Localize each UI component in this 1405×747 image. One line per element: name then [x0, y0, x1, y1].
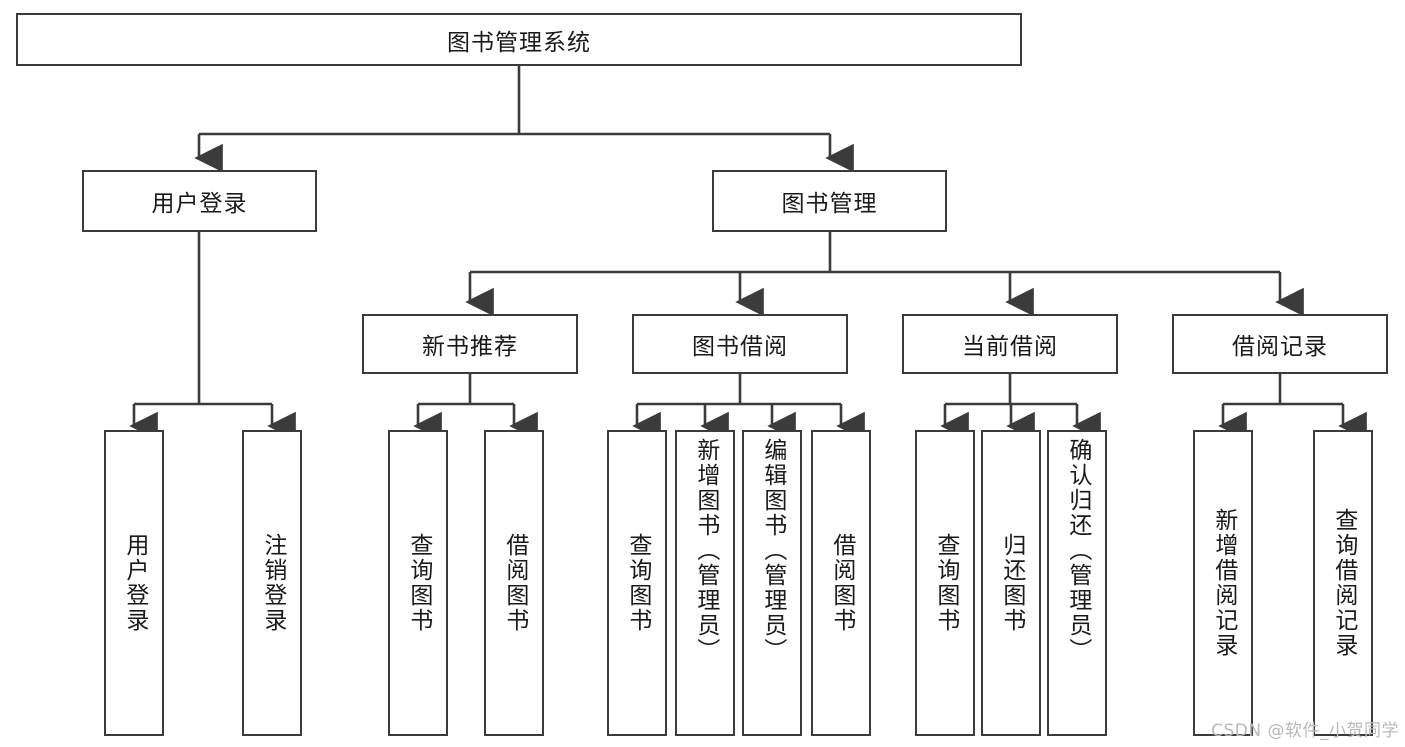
node-book-borrow-label: 图书借阅 — [692, 334, 788, 360]
leaf-user-login-signout[interactable]: 注销登录 — [242, 430, 302, 736]
node-book-management[interactable]: 图书管理 — [712, 170, 947, 232]
node-root-label: 图书管理系统 — [447, 29, 591, 56]
node-root[interactable]: 图书管理系统 — [16, 13, 1022, 66]
leaf-label: 归还图书 — [998, 533, 1025, 633]
leaf-current-return-book[interactable]: 归还图书 — [981, 430, 1041, 736]
leaf-label: 新增图书（管理员） — [692, 438, 719, 663]
node-borrow-record[interactable]: 借阅记录 — [1172, 314, 1388, 374]
leaf-label: 借阅图书 — [501, 533, 528, 633]
leaf-label: 查询图书 — [932, 533, 959, 633]
node-new-book-recommend[interactable]: 新书推荐 — [362, 314, 578, 374]
leaf-label: 查询图书 — [624, 533, 651, 633]
leaf-borrow-borrow-book[interactable]: 借阅图书 — [811, 430, 871, 736]
leaf-label: 用户登录 — [121, 533, 148, 633]
watermark-text: CSDN @软件_小贺同学 — [1211, 721, 1399, 741]
leaf-record-query[interactable]: 查询借阅记录 — [1313, 430, 1373, 736]
leaf-user-login-signin[interactable]: 用户登录 — [104, 430, 164, 736]
leaf-label: 确认归还（管理员） — [1064, 438, 1091, 663]
node-book-management-label: 图书管理 — [781, 191, 878, 217]
leaf-borrow-add-book[interactable]: 新增图书（管理员） — [675, 430, 735, 736]
node-current-borrow[interactable]: 当前借阅 — [902, 314, 1118, 374]
leaf-label: 编辑图书（管理员） — [759, 438, 786, 663]
leaf-borrow-query-book[interactable]: 查询图书 — [607, 430, 667, 736]
node-borrow-record-label: 借阅记录 — [1232, 334, 1328, 360]
leaf-label: 查询图书 — [405, 533, 432, 633]
leaf-current-confirm-return[interactable]: 确认归还（管理员） — [1047, 430, 1107, 736]
node-new-book-recommend-label: 新书推荐 — [422, 334, 518, 360]
node-book-borrow[interactable]: 图书借阅 — [632, 314, 848, 374]
leaf-new-book-query[interactable]: 查询图书 — [388, 430, 448, 736]
node-user-login[interactable]: 用户登录 — [82, 170, 317, 232]
leaf-record-add[interactable]: 新增借阅记录 — [1193, 430, 1253, 736]
leaf-label: 查询借阅记录 — [1330, 508, 1357, 658]
node-user-login-label: 用户登录 — [151, 191, 248, 217]
leaf-current-query-book[interactable]: 查询图书 — [915, 430, 975, 736]
node-current-borrow-label: 当前借阅 — [962, 334, 1058, 360]
leaf-label: 借阅图书 — [828, 533, 855, 633]
leaf-new-book-borrow[interactable]: 借阅图书 — [484, 430, 544, 736]
leaf-label: 新增借阅记录 — [1210, 508, 1237, 658]
leaf-borrow-edit-book[interactable]: 编辑图书（管理员） — [742, 430, 802, 736]
leaf-label: 注销登录 — [259, 533, 286, 633]
